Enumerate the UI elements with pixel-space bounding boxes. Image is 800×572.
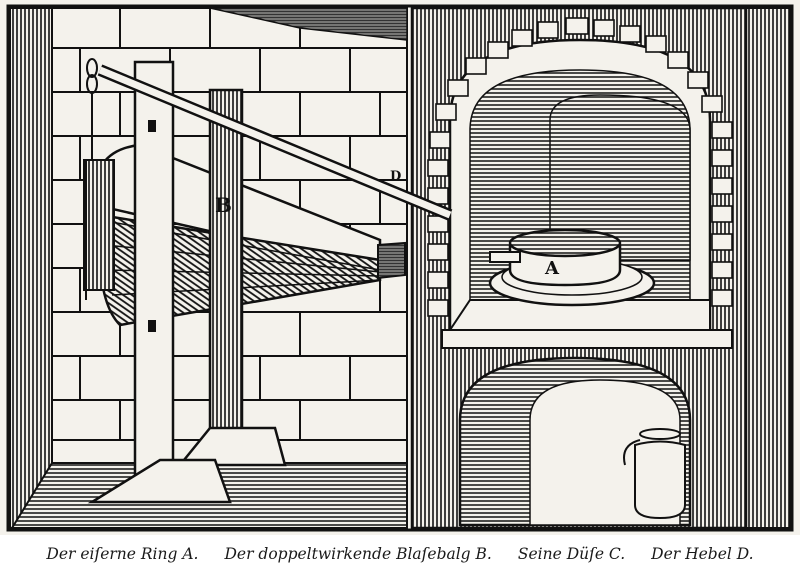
left-wall-edge (9, 7, 53, 529)
iron-ring-a (488, 228, 656, 307)
label-d: D (390, 169, 401, 184)
figure-caption: Der eiſerne Ring A. Der doppeltwirkende … (0, 536, 800, 572)
woodcut-illustration: B D A (0, 0, 800, 535)
front-post-foot (87, 458, 232, 504)
rear-post (208, 88, 244, 452)
hearth-shelf (441, 329, 733, 349)
label-b: B (215, 193, 232, 217)
nozzle-c (377, 241, 406, 280)
ceiling-beam (209, 7, 408, 41)
rear-post-foot (177, 426, 287, 467)
right-wall-edge (745, 7, 791, 529)
caption-nozzle: Seine Düſe C. (517, 545, 626, 563)
chain (85, 58, 98, 300)
arch-bricks (427, 17, 733, 317)
furnace (410, 6, 748, 530)
caption-lever: Der Hebel D. (651, 545, 754, 563)
jug-icon (623, 428, 686, 520)
outer-frame (6, 4, 794, 532)
caption-ring: Der eiſerne Ring A. (46, 545, 199, 563)
label-a: A (544, 258, 560, 279)
caption-bellows: Der doppeltwirkende Blaſebalg B. (224, 545, 492, 563)
